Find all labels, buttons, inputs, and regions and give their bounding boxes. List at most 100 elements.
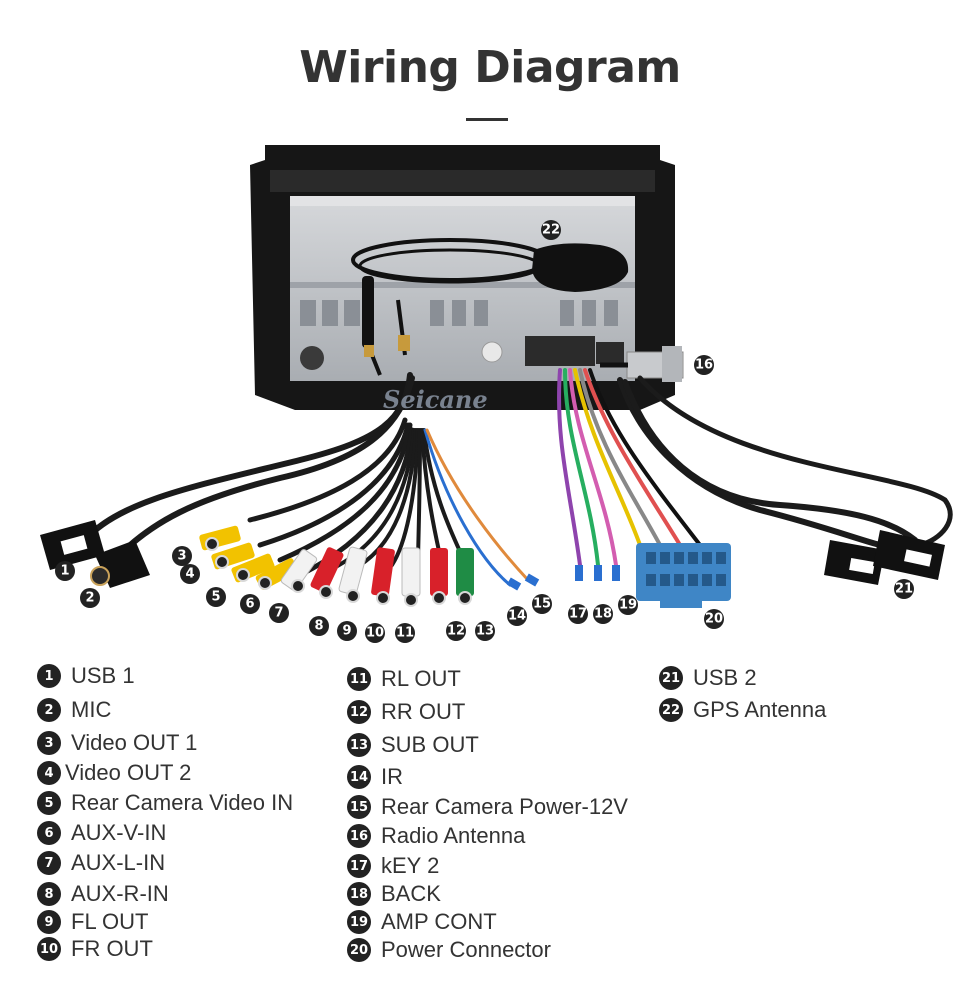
page-title: Wiring Diagram <box>299 42 681 93</box>
svg-text:19: 19 <box>619 598 637 613</box>
legend-item: 16 Radio Antenna <box>347 823 525 849</box>
number-badge: 17 <box>347 854 371 878</box>
key-back-amp-wire-ends <box>575 565 620 581</box>
ir-camera-wire-ends <box>506 573 540 591</box>
title-divider <box>466 118 508 121</box>
number-badge: 22 <box>659 698 683 722</box>
head-unit <box>250 145 675 410</box>
legend-item: 22 GPS Antenna <box>659 697 826 723</box>
svg-text:12: 12 <box>447 624 465 639</box>
callout-18: 18 <box>593 604 613 624</box>
svg-text:15: 15 <box>533 597 551 612</box>
number-badge: 9 <box>37 910 61 934</box>
number-badge: 19 <box>347 910 371 934</box>
number-badge: 4 <box>37 761 61 785</box>
legend-label: SUB OUT <box>381 732 479 757</box>
callout-5: 5 <box>206 587 226 607</box>
number-badge: 2 <box>37 698 61 722</box>
callout-1: 1 <box>55 561 75 581</box>
callout-6: 6 <box>240 594 260 614</box>
legend-label: BACK <box>381 881 441 906</box>
number-badge: 18 <box>347 882 371 906</box>
legend-label: IR <box>381 764 403 789</box>
legend-label: GPS Antenna <box>693 697 827 722</box>
callout-10: 10 <box>365 623 385 643</box>
number-badge: 20 <box>347 938 371 962</box>
callout-4: 4 <box>180 564 200 584</box>
rca-yellow-group <box>199 525 299 590</box>
usb2-plugs <box>824 530 945 585</box>
legend-item: 11 RL OUT <box>347 666 461 692</box>
svg-text:5: 5 <box>211 590 220 605</box>
gps-antenna <box>351 238 629 292</box>
callout-17: 17 <box>568 604 588 624</box>
number-badge: 16 <box>347 824 371 848</box>
legend-item: 17 kEY 2 <box>347 853 439 879</box>
svg-text:7: 7 <box>274 606 283 621</box>
legend-label: kEY 2 <box>381 853 440 878</box>
rca-audio-group <box>280 546 474 607</box>
legend-item: 19 AMP CONT <box>347 909 497 935</box>
legend-label: USB 1 <box>71 663 135 688</box>
legend-item: 18 BACK <box>347 881 441 907</box>
callout-9: 9 <box>337 621 357 641</box>
legend-label: Video OUT 1 <box>71 730 198 755</box>
legend-item: 14 IR <box>347 764 403 790</box>
svg-text:13: 13 <box>476 624 494 639</box>
svg-text:17: 17 <box>569 607 587 622</box>
radio-antenna-adapter <box>600 346 684 382</box>
callout-21: 21 <box>894 579 914 599</box>
legend-label: AMP CONT <box>381 909 497 934</box>
svg-text:11: 11 <box>396 626 414 641</box>
svg-text:16: 16 <box>695 358 713 373</box>
legend-label: RL OUT <box>381 666 461 691</box>
harness-bundle <box>557 368 953 567</box>
legend-label: FR OUT <box>71 936 153 961</box>
number-badge: 8 <box>37 882 61 906</box>
watermark: Seicane <box>383 385 488 414</box>
number-badge: 21 <box>659 666 683 690</box>
number-badge: 6 <box>37 821 61 845</box>
number-badge: 15 <box>347 795 371 819</box>
number-badge: 14 <box>347 765 371 789</box>
number-badge: 5 <box>37 791 61 815</box>
legend-label: FL OUT <box>71 909 149 934</box>
legend-label: Power Connector <box>381 937 551 962</box>
svg-text:22: 22 <box>542 223 560 238</box>
svg-text:14: 14 <box>508 609 526 624</box>
callout-8: 8 <box>309 616 329 636</box>
callout-11: 11 <box>395 623 415 643</box>
legend-item: 9 FL OUT <box>37 909 148 935</box>
callout-22: 22 <box>541 220 561 240</box>
number-badge: 11 <box>347 667 371 691</box>
svg-text:21: 21 <box>895 582 913 597</box>
legend-label: MIC <box>71 697 112 722</box>
legend-item: 5 Rear Camera Video IN <box>37 790 293 816</box>
number-badge: 7 <box>37 851 61 875</box>
callout-13: 13 <box>475 621 495 641</box>
legend-label: USB 2 <box>693 665 757 690</box>
power-connector <box>636 543 731 608</box>
legend-label: RR OUT <box>381 699 466 724</box>
svg-text:4: 4 <box>185 567 194 582</box>
svg-text:20: 20 <box>705 612 723 627</box>
callout-20: 20 <box>704 609 724 629</box>
legend-item: 2 MIC <box>37 697 111 723</box>
svg-text:6: 6 <box>245 597 254 612</box>
callout-2: 2 <box>80 588 100 608</box>
legend-label: Radio Antenna <box>381 823 526 848</box>
callout-12: 12 <box>446 621 466 641</box>
number-badge: 12 <box>347 700 371 724</box>
callout-14: 14 <box>507 606 527 626</box>
wifi-antenna <box>362 276 410 376</box>
legend-label: Rear Camera Video IN <box>71 790 294 815</box>
svg-text:3: 3 <box>177 549 186 564</box>
callout-7: 7 <box>269 603 289 623</box>
svg-text:10: 10 <box>366 626 384 641</box>
